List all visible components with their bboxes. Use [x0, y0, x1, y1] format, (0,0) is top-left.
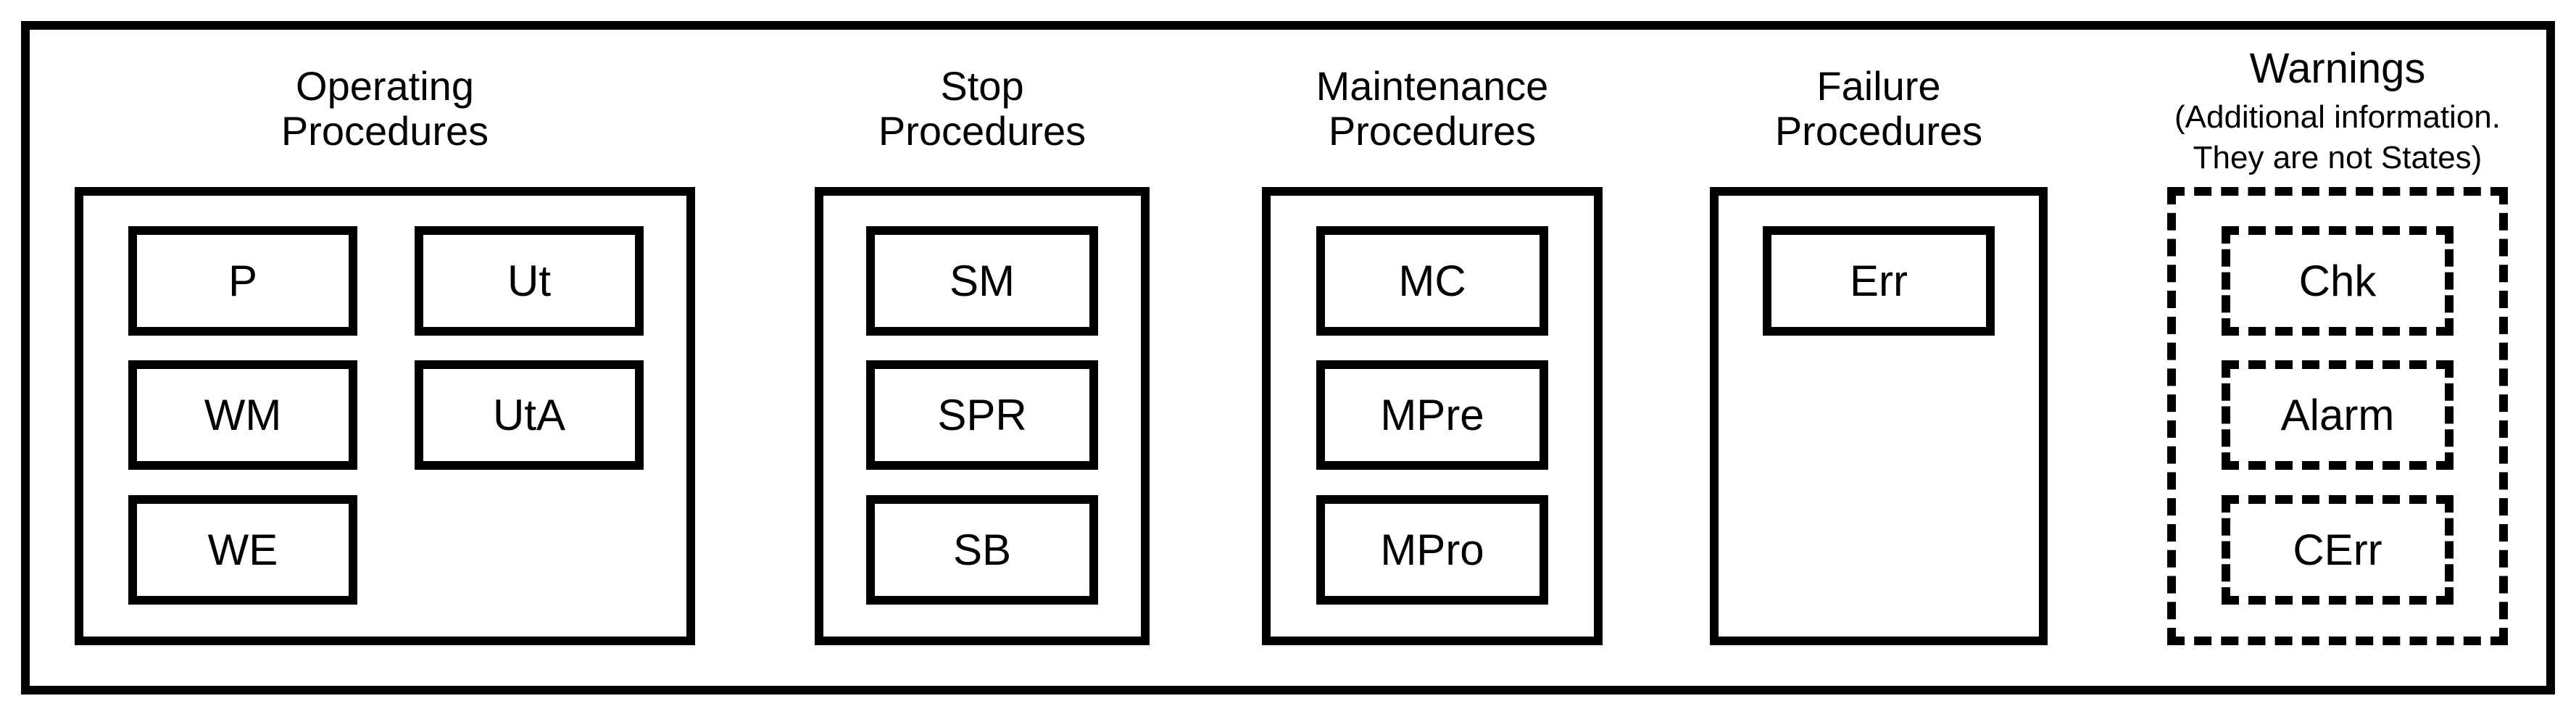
- state-box-sb: SB: [866, 495, 1098, 605]
- title-line: Maintenance: [1316, 63, 1549, 109]
- stop-procedures-title: Stop Procedures: [815, 64, 1150, 154]
- state-box-sm: SM: [866, 226, 1098, 336]
- group-stop-procedures: Stop Procedures SM SPR SB: [815, 0, 1150, 709]
- state-box-mpro: MPro: [1316, 495, 1548, 605]
- state-box-mpre: MPre: [1316, 360, 1548, 470]
- state-box-we: WE: [128, 495, 357, 605]
- operating-procedures-title: Operating Procedures: [75, 64, 695, 154]
- failure-procedures-container: Err: [1710, 187, 2048, 645]
- state-box-mc: MC: [1316, 226, 1548, 336]
- maintenance-procedures-container: MC MPre MPro: [1262, 187, 1603, 645]
- subtitle-line: They are not States): [2193, 140, 2482, 175]
- title-line: Procedures: [1328, 108, 1537, 154]
- warnings-title: Warnings (Additional information. They a…: [2167, 46, 2508, 178]
- subtitle-line: (Additional information.: [2174, 99, 2501, 135]
- title-line: Operating: [296, 63, 474, 109]
- failure-procedures-title: Failure Procedures: [1710, 64, 2048, 154]
- title-line: Stop: [940, 63, 1024, 109]
- state-box-p: P: [128, 226, 357, 336]
- warnings-subtitle: (Additional information. They are not St…: [2167, 97, 2508, 178]
- outer-border-frame: [21, 21, 2555, 695]
- operating-procedures-container: P Ut WM UtA WE: [75, 187, 695, 645]
- maintenance-procedures-title: Maintenance Procedures: [1262, 64, 1603, 154]
- state-box-err: Err: [1763, 226, 1995, 336]
- stop-procedures-container: SM SPR SB: [815, 187, 1150, 645]
- state-box-uta: UtA: [415, 360, 644, 470]
- state-box-ut: Ut: [415, 226, 644, 336]
- group-failure-procedures: Failure Procedures Err: [1710, 0, 2048, 709]
- title-line: Procedures: [281, 108, 489, 154]
- warning-box-cerr: CErr: [2222, 495, 2454, 605]
- state-box-spr: SPR: [866, 360, 1098, 470]
- group-maintenance-procedures: Maintenance Procedures MC MPre MPro: [1262, 0, 1603, 709]
- title-line: Failure: [1816, 63, 1941, 109]
- title-line: Warnings: [2249, 45, 2426, 92]
- warning-box-alarm: Alarm: [2222, 360, 2454, 470]
- state-box-wm: WM: [128, 360, 357, 470]
- warning-box-chk: Chk: [2222, 226, 2454, 336]
- group-operating-procedures: Operating Procedures P Ut WM UtA WE: [75, 0, 695, 709]
- warnings-container: Chk Alarm CErr: [2167, 187, 2508, 645]
- title-line: Procedures: [1774, 108, 1983, 154]
- title-line: Procedures: [878, 108, 1087, 154]
- group-warnings: Warnings (Additional information. They a…: [2167, 0, 2508, 709]
